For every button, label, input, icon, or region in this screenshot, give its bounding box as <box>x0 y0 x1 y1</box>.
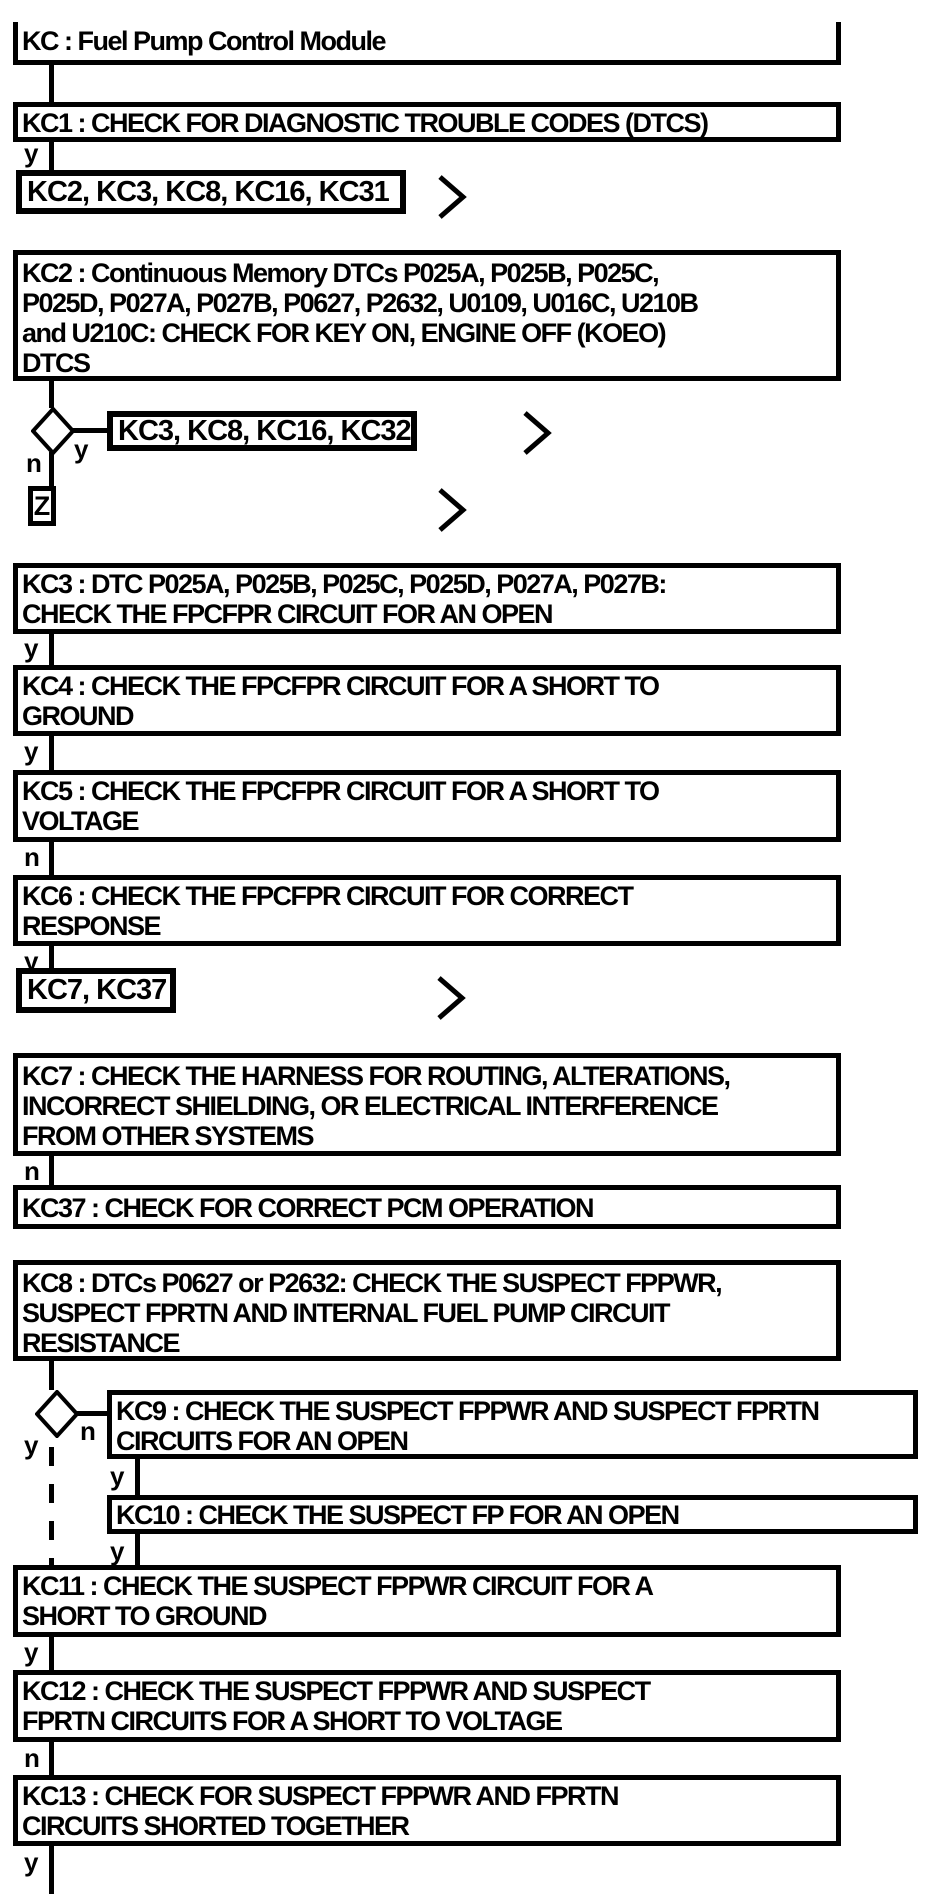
connector-line <box>49 1742 54 1775</box>
step-kc2: KC2 : Continuous Memory DTCs P025A, P025… <box>13 250 841 381</box>
step-text-line: KC8 : DTCs P0627 or P2632: CHECK THE SUS… <box>22 1268 723 1298</box>
connector-line <box>135 1534 140 1565</box>
connector-line <box>49 142 54 170</box>
step-text-line: KC6 : CHECK THE FPCFPR CIRCUIT FOR CORRE… <box>22 881 634 911</box>
connector-line <box>49 452 54 486</box>
connector-line <box>49 634 54 665</box>
step-kc9: KC9 : CHECK THE SUSPECT FPPWR AND SUSPEC… <box>107 1390 918 1459</box>
step-kc10: KC10 : CHECK THE SUSPECT FP FOR AN OPEN <box>107 1495 918 1534</box>
connector-line <box>49 1637 54 1670</box>
step-kc7: KC7 : CHECK THE HARNESS FOR ROUTING, ALT… <box>13 1053 841 1156</box>
step-text-line: KC2 : Continuous Memory DTCs P025A, P025… <box>22 258 660 288</box>
step-text-line: CIRCUITS SHORTED TOGETHER <box>22 1811 410 1841</box>
branch-label-no: n <box>80 1416 96 1446</box>
step-kc6: KC6 : CHECK THE FPCFPR CIRCUIT FOR CORRE… <box>13 875 841 946</box>
step-text-line: KC9 : CHECK THE SUSPECT FPPWR AND SUSPEC… <box>116 1396 820 1426</box>
continue-chevron-icon[interactable] <box>521 410 553 456</box>
connector-line <box>49 65 54 102</box>
connector-line <box>49 842 54 875</box>
branch-label-no: n <box>26 448 42 478</box>
connector-line <box>49 381 54 408</box>
step-kc3: KC3 : DTC P025A, P025B, P025C, P025D, P0… <box>13 563 841 634</box>
step-text-line: KC10 : CHECK THE SUSPECT FP FOR AN OPEN <box>116 1500 680 1530</box>
step-text-line: RESPONSE <box>22 911 162 941</box>
step-text-line: FPRTN CIRCUITS FOR A SHORT TO VOLTAGE <box>22 1706 563 1736</box>
branch-label-no: n <box>24 1156 40 1186</box>
link-text: KC7, KC37 <box>27 974 167 1006</box>
title-box-kc: KC : Fuel Pump Control Module <box>13 22 841 65</box>
branch-label-yes: y <box>24 138 39 168</box>
step-text-line: KC1 : CHECK FOR DIAGNOSTIC TROUBLE CODES… <box>22 107 709 138</box>
connector-line <box>72 428 107 433</box>
title-text: KC : Fuel Pump Control Module <box>22 25 386 56</box>
link-text: KC3, KC8, KC16, KC32 <box>118 414 411 447</box>
step-text-line: KC11 : CHECK THE SUSPECT FPPWR CIRCUIT F… <box>22 1571 654 1601</box>
connector-line <box>49 1156 54 1185</box>
step-text-line: KC13 : CHECK FOR SUSPECT FPPWR AND FPRTN <box>22 1781 620 1811</box>
step-text-line: KC3 : DTC P025A, P025B, P025C, P025D, P0… <box>22 569 667 599</box>
continue-chevron-icon[interactable] <box>436 174 468 220</box>
step-kc5: KC5 : CHECK THE FPCFPR CIRCUIT FOR A SHO… <box>13 770 841 842</box>
step-text-line: KC4 : CHECK THE FPCFPR CIRCUIT FOR A SHO… <box>22 671 660 701</box>
step-kc8: KC8 : DTCs P0627 or P2632: CHECK THE SUS… <box>13 1260 841 1361</box>
step-text-line: KC5 : CHECK THE FPCFPR CIRCUIT FOR A SHO… <box>22 776 660 806</box>
connector-line <box>49 1846 54 1894</box>
step-text-line: KC37 : CHECK FOR CORRECT PCM OPERATION <box>22 1192 595 1223</box>
step-text-line: DTCS <box>22 348 91 378</box>
decision-diamond <box>35 1390 79 1438</box>
branch-label-yes: y <box>110 1536 125 1566</box>
step-text-line: CHECK THE FPCFPR CIRCUIT FOR AN OPEN <box>22 599 554 629</box>
step-text-line: FROM OTHER SYSTEMS <box>22 1121 315 1151</box>
step-text-line: P025D, P027A, P027B, P0627, P2632, U0109… <box>22 288 699 318</box>
step-text-line: SHORT TO GROUND <box>22 1601 268 1631</box>
continue-chevron-icon[interactable] <box>436 487 468 533</box>
connector-line <box>135 1459 140 1495</box>
branch-label-yes: y <box>110 1461 125 1491</box>
connector-line <box>49 736 54 770</box>
step-text-line: CIRCUITS FOR AN OPEN <box>116 1426 409 1456</box>
connector-line-dashed <box>49 1447 54 1565</box>
branch-label-yes: y <box>24 633 39 663</box>
branch-label-yes: y <box>24 1637 39 1667</box>
step-text-line: GROUND <box>22 701 135 731</box>
branch-label-yes: y <box>24 1847 39 1877</box>
connector-line <box>49 946 54 968</box>
offpage-connector-z[interactable]: Z <box>28 486 56 526</box>
step-kc1: KC1 : CHECK FOR DIAGNOSTIC TROUBLE CODES… <box>13 102 841 142</box>
step-kc4: KC4 : CHECK THE FPCFPR CIRCUIT FOR A SHO… <box>13 665 841 736</box>
step-kc12: KC12 : CHECK THE SUSPECT FPPWR AND SUSPE… <box>13 1670 841 1742</box>
link-box-kc3-kc32[interactable]: KC3, KC8, KC16, KC32 <box>107 411 417 451</box>
branch-label-yes: y <box>24 1430 39 1460</box>
connector-line <box>76 1411 107 1416</box>
branch-label-yes: y <box>24 736 39 766</box>
step-text-line: VOLTAGE <box>22 806 140 836</box>
link-box-kc2-kc31[interactable]: KC2, KC3, KC8, KC16, KC31 <box>16 170 406 214</box>
link-box-kc7-kc37[interactable]: KC7, KC37 <box>16 968 176 1013</box>
step-kc13: KC13 : CHECK FOR SUSPECT FPPWR AND FPRTN… <box>13 1775 841 1846</box>
branch-label-yes: y <box>74 434 89 464</box>
offpage-connector-text: Z <box>33 490 51 521</box>
step-text-line: SUSPECT FPRTN AND INTERNAL FUEL PUMP CIR… <box>22 1298 671 1328</box>
step-kc37: KC37 : CHECK FOR CORRECT PCM OPERATION <box>13 1185 841 1229</box>
branch-label-no: n <box>24 1743 40 1773</box>
step-kc11: KC11 : CHECK THE SUSPECT FPPWR CIRCUIT F… <box>13 1565 841 1637</box>
step-text-line: KC7 : CHECK THE HARNESS FOR ROUTING, ALT… <box>22 1061 731 1091</box>
step-text-line: INCORRECT SHIELDING, OR ELECTRICAL INTER… <box>22 1091 719 1121</box>
branch-label-yes: y <box>24 946 39 976</box>
link-text: KC2, KC3, KC8, KC16, KC31 <box>27 175 390 208</box>
branch-label-no: n <box>24 842 40 872</box>
step-text-line: and U210C: CHECK FOR KEY ON, ENGINE OFF … <box>22 318 667 348</box>
connector-line <box>49 1361 54 1390</box>
step-text-line: RESISTANCE <box>22 1328 181 1358</box>
continue-chevron-icon[interactable] <box>435 975 467 1021</box>
step-text-line: KC12 : CHECK THE SUSPECT FPPWR AND SUSPE… <box>22 1676 651 1706</box>
